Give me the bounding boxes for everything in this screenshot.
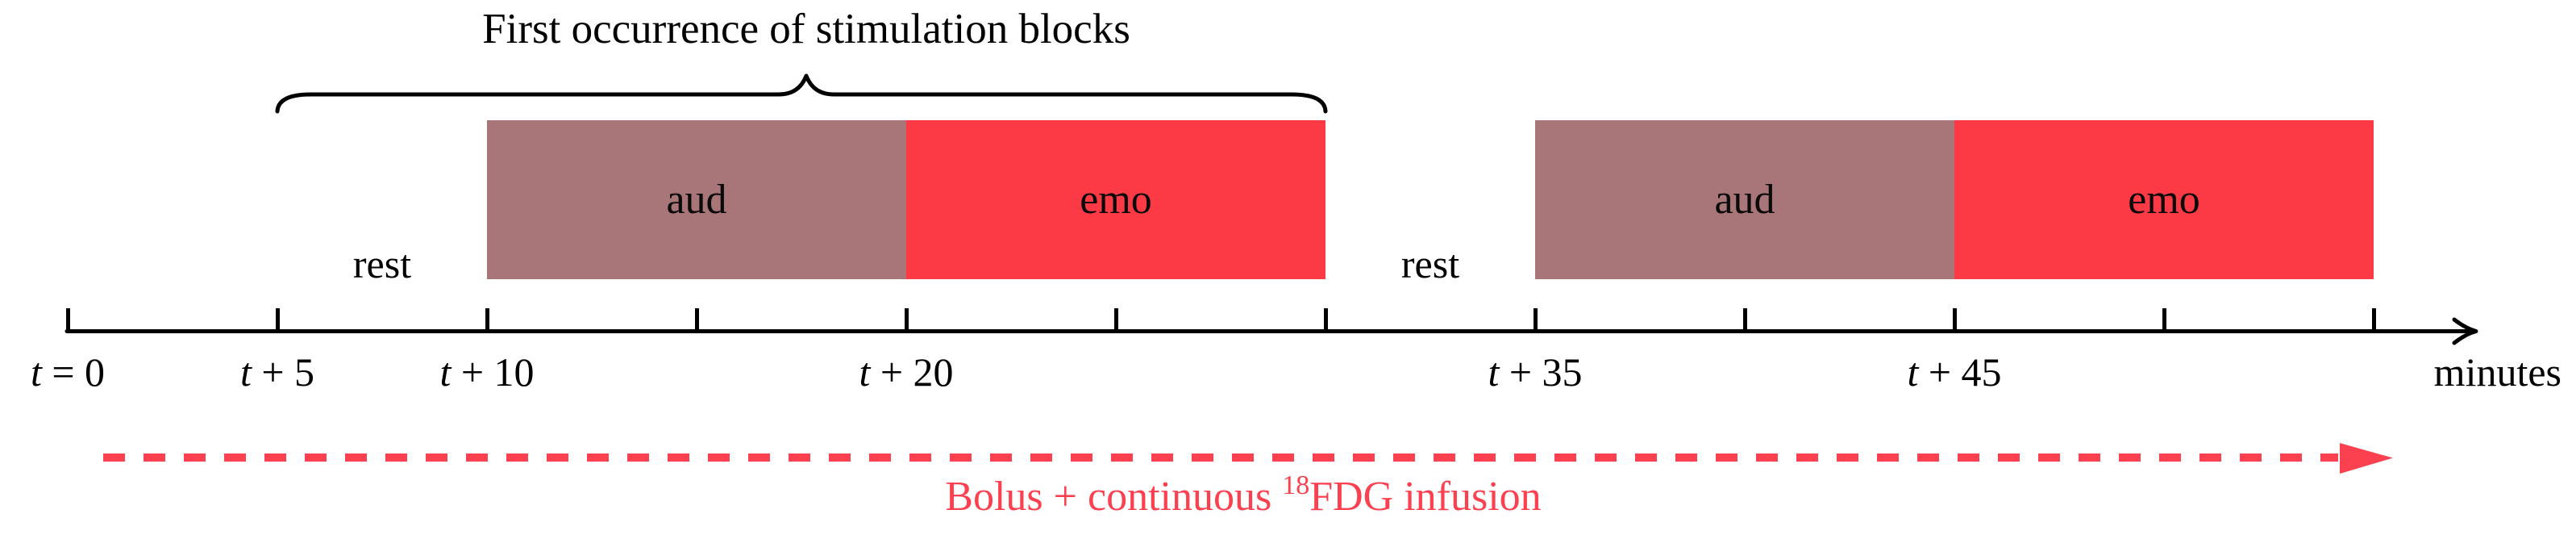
infusion-arrowhead xyxy=(2340,443,2393,474)
infusion-label-suffix: FDG infusion xyxy=(1309,474,1542,520)
rest-label: rest xyxy=(352,241,412,286)
axis-tick xyxy=(694,308,699,332)
axis-tick xyxy=(904,308,909,332)
axis-arrowhead xyxy=(2452,317,2478,345)
block-emo: emo xyxy=(1954,120,2374,279)
block-aud: aud xyxy=(1535,120,1954,279)
block-label: emo xyxy=(1080,177,1152,223)
axis-tick xyxy=(65,308,70,332)
math-t: t xyxy=(1907,349,1919,395)
axis-tick xyxy=(275,308,280,332)
axis-tick-label: t + 10 xyxy=(439,349,535,395)
axis-tick-label: t + 20 xyxy=(859,349,954,395)
math-t: t xyxy=(439,349,452,395)
stimulation-brace xyxy=(275,73,1328,114)
math-t: t xyxy=(239,349,252,395)
axis-tick xyxy=(2162,308,2166,332)
axis-tick-label: t + 5 xyxy=(239,349,315,395)
block-label: aud xyxy=(666,177,727,223)
axis-tick xyxy=(1323,308,1328,332)
axis-tick xyxy=(1952,308,1957,332)
infusion-label-isotope-superscript: 18 xyxy=(1282,470,1310,500)
block-emo: emo xyxy=(906,120,1325,279)
axis-unit-label: minutes xyxy=(2433,349,2561,395)
math-t: t xyxy=(1488,349,1500,395)
block-label: aud xyxy=(1714,177,1775,223)
axis-tick-label: t + 45 xyxy=(1907,349,2002,395)
figure-title: First occurrence of stimulation blocks xyxy=(482,6,1130,52)
infusion-label: Bolus + continuous 18FDG infusion xyxy=(945,472,1542,520)
axis-tick-label: t = 0 xyxy=(30,349,106,395)
axis-tick xyxy=(2371,308,2376,332)
infusion-label-prefix: Bolus + continuous xyxy=(945,474,1283,520)
math-t: t xyxy=(859,349,871,395)
axis-tick xyxy=(1742,308,1747,332)
axis-tick xyxy=(1533,308,1538,332)
rest-label: rest xyxy=(1400,241,1460,286)
math-t: t xyxy=(30,349,42,395)
axis-tick xyxy=(485,308,489,332)
axis-tick-label: t + 35 xyxy=(1488,349,1583,395)
axis-tick xyxy=(1113,308,1118,332)
block-aud: aud xyxy=(487,120,906,279)
block-label: emo xyxy=(2128,177,2200,223)
